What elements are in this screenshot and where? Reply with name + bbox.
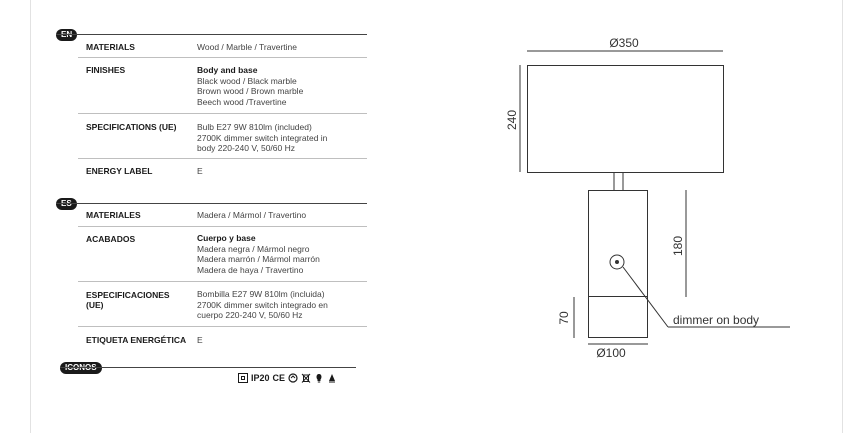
base-height-label: 70 (557, 311, 571, 325)
en-rule-top (56, 34, 367, 35)
en-finishes-line: Brown wood / Brown marble (197, 86, 304, 96)
es-divider (78, 281, 367, 282)
es-acabados-line: Madera de haya / Travertino (197, 264, 304, 275)
es-value-especificaciones: Bombilla E27 9W 810lm (incluida) 2700K d… (197, 289, 328, 321)
en-value-materials: Wood / Marble / Travertine (197, 42, 297, 53)
es-value-acabados: Cuerpo y base Madera negra / Mármol negr… (197, 233, 320, 275)
en-energy-value: E (197, 166, 203, 176)
shade-height-label: 240 (505, 110, 519, 130)
body-height-label: 180 (671, 236, 685, 256)
en-value-energy: E (197, 166, 203, 177)
en-spec-line: 2700K dimmer switch integrated in (197, 132, 328, 143)
en-materials-line: Wood / Marble / Travertine (197, 42, 297, 52)
es-materiales-line: Madera / Mármol / Travertino (197, 210, 307, 220)
es-spec-line: Bombilla E27 9W 810lm (incluida) (197, 289, 325, 299)
page-border-right (842, 0, 843, 433)
es-acabados-line: Madera marrón / Mármol marrón (197, 254, 320, 264)
dimmer-leader (622, 266, 669, 328)
ce-mark-icon: CE (272, 373, 286, 383)
dimmer-icon (329, 374, 336, 383)
es-acabados-line: Madera negra / Mármol negro (197, 243, 310, 254)
en-spec-line: Bulb E27 9W 810lm (included) (197, 122, 312, 132)
en-finishes-line: Black wood / Black marble (197, 75, 297, 86)
en-finishes-line: Beech wood /Travertine (197, 96, 287, 107)
es-value-materiales: Madera / Mármol / Travertino (197, 210, 306, 221)
weee-bin-icon (301, 373, 311, 383)
es-value-etiqueta: E (197, 335, 203, 346)
base-diameter-label: Ø100 (596, 346, 626, 360)
dimmer-switch-center (615, 260, 619, 264)
dimmer-label: dimmer on body (673, 313, 759, 327)
certification-icons: IP20 CE (238, 373, 337, 383)
page-border-left (30, 0, 31, 433)
icons-rule-top (60, 367, 356, 368)
es-label-materiales: MATERIALES (86, 210, 141, 220)
dimmer-switch (609, 254, 625, 270)
es-label-etiqueta: ETIQUETA ENERGÉTICA (86, 335, 187, 345)
es-etiqueta-value: E (197, 335, 203, 345)
lamp-base (588, 296, 648, 338)
en-value-specifications: Bulb E27 9W 810lm (included) 2700K dimme… (197, 122, 327, 154)
es-rule-top (56, 203, 367, 204)
recyclable-icon (288, 373, 298, 383)
es-divider (78, 226, 367, 227)
es-label-acabados: ACABADOS (86, 234, 136, 244)
en-divider (78, 57, 367, 58)
es-label-especificaciones-line: (UE) (86, 300, 104, 310)
en-finishes-heading: Body and base (197, 65, 258, 75)
double-insulation-icon (238, 373, 248, 383)
lamp-shade (527, 65, 724, 173)
lamp-body (588, 190, 648, 297)
ip-rating: IP20 (251, 373, 270, 383)
en-value-finishes: Body and base Black wood / Black marble … (197, 65, 303, 107)
es-spec-line: 2700K dimmer switch integrado en (197, 299, 328, 310)
en-label-finishes: FINISHES (86, 65, 126, 75)
en-label-materials: MATERIALS (86, 42, 135, 52)
shade-diameter-label: Ø350 (609, 36, 639, 50)
en-divider (78, 113, 367, 114)
es-acabados-heading: Cuerpo y base (197, 233, 256, 243)
en-label-energy: ENERGY LABEL (86, 166, 153, 176)
en-label-specifications: SPECIFICATIONS (UE) (86, 122, 177, 132)
es-divider (78, 326, 367, 327)
e27-bulb-icon (316, 374, 322, 383)
es-label-especificaciones: ESPECIFICACIONES (UE) (86, 290, 170, 310)
es-spec-line: cuerpo 220-240 V, 50/60 Hz (197, 310, 303, 320)
es-label-especificaciones-line: ESPECIFICACIONES (86, 290, 170, 300)
en-spec-line: body 220-240 V, 50/60 Hz (197, 143, 295, 153)
en-divider (78, 158, 367, 159)
